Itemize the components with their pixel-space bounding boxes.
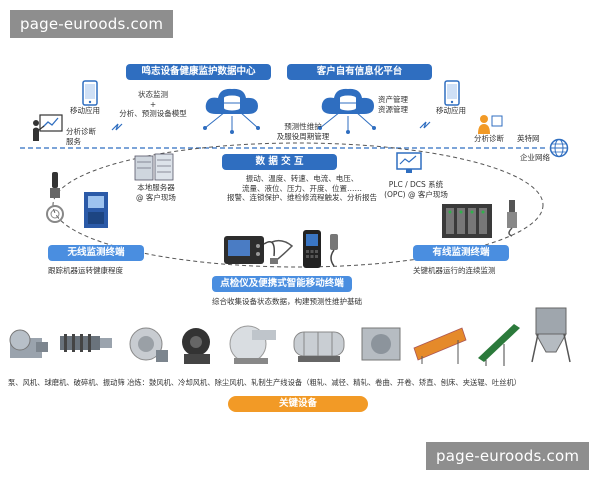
wired-sensor-icon — [507, 200, 517, 237]
presentation-icon — [33, 114, 63, 141]
analysis-right-label: 分析诊断 — [474, 134, 504, 143]
vibration-sensor-icon — [330, 234, 338, 267]
wired-desc: 关键机器运行的连续监测 — [413, 266, 496, 275]
blower-icon — [229, 325, 276, 364]
portable-terminal-header: 点检仪及便携式智能移动终端 — [212, 276, 352, 292]
handheld-terminal-icon — [303, 230, 321, 268]
predictive-maintenance-label: 预测性维护 及服役周期管理 — [276, 122, 330, 141]
sensor-probe-icon — [270, 239, 294, 264]
watermark-top: page-euroods.com — [10, 10, 174, 38]
watermark-bottom: page-euroods.com — [426, 442, 590, 470]
status-monitor-label: 状态监测 + 分析、预测设备模型 — [119, 90, 187, 118]
conveyor-icon — [478, 324, 520, 366]
portable-analyzer-icon — [224, 236, 276, 264]
ball-mill-icon — [129, 327, 168, 362]
data-exchange-header: 数 据 交 互 — [222, 154, 337, 170]
equipment-list-label: 泵、风机、球磨机、破碎机、振动筛 冶炼：鼓风机、冷却风机、除尘风机、轧制生产线设… — [8, 378, 522, 387]
cloud-database-icon — [205, 88, 258, 114]
right-platform-header: 客户自有信息化平台 — [287, 64, 432, 80]
rolling-line-icon — [531, 307, 571, 363]
enterprise-network-label: 企业网络 — [520, 153, 550, 162]
smartphone-icon — [444, 80, 460, 106]
cloud-database-icon — [321, 88, 374, 114]
monitor-icon — [396, 152, 422, 173]
server-icon — [134, 153, 174, 181]
key-equipment-header: 关键设备 — [228, 396, 368, 412]
wired-terminal-icon — [442, 204, 492, 238]
globe-icon — [549, 138, 569, 158]
wireless-sensor-icon — [46, 172, 64, 223]
data-items-label: 振动、温度、转速、电流、电压、 流量、液位、压力、开度、位置…… 报警、连锁保护… — [227, 174, 377, 202]
asset-management-label: 资产管理 资源管理 — [378, 95, 408, 114]
dust-fan-icon — [361, 327, 401, 361]
wired-terminal-header: 有线监测终端 — [413, 245, 509, 261]
presentation-icon — [478, 115, 503, 134]
fan-icon — [60, 334, 112, 352]
left-platform-header: 鸣志设备健康监护数据中心 — [126, 64, 271, 80]
internet-label: 英特网 — [517, 134, 540, 143]
pump-icon — [9, 329, 48, 358]
portable-desc: 综合收集设备状态数据，构建预测性维护基础 — [212, 297, 362, 306]
mobile-app-right-label: 移动应用 — [436, 106, 466, 115]
mobile-app-left-label: 移动应用 — [70, 106, 100, 115]
monitoring-cabinet-icon — [84, 192, 108, 228]
wireless-desc: 跟踪机器运转健康程度 — [48, 266, 123, 275]
local-server-label: 本地服务器 @ 客户现场 — [136, 183, 176, 202]
vibrating-screen-icon — [413, 327, 467, 364]
smartphone-icon — [82, 80, 98, 106]
crusher-icon — [182, 328, 210, 364]
plc-dcs-label: PLC / DCS 系统 (OPC) @ 客户现场 — [384, 180, 448, 199]
analysis-service-label: 分析诊断 服务 — [66, 127, 96, 146]
cooling-fan-icon — [293, 331, 345, 362]
wireless-terminal-header: 无线监测终端 — [48, 245, 144, 261]
